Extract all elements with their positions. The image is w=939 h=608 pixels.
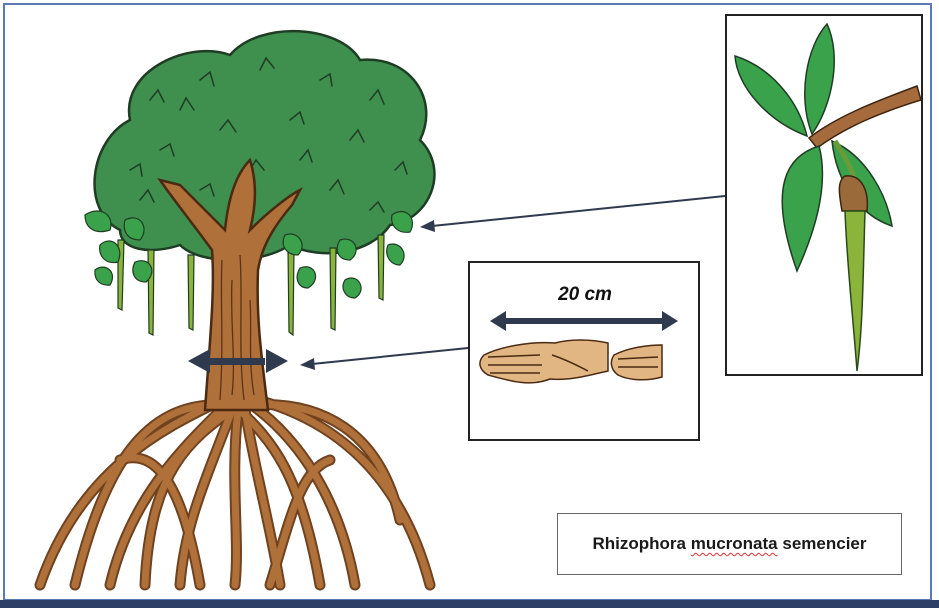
propagule-detail-inset [725, 14, 923, 376]
caption-species: mucronata [691, 534, 778, 553]
caption-text: Rhizophora mucronata semencier [592, 534, 866, 554]
left-hand [480, 340, 608, 383]
measurement-label: 20 cm [530, 284, 640, 306]
caption-box: Rhizophora mucronata semencier [557, 513, 902, 575]
right-hand [611, 345, 662, 380]
caption-stage: semencier [782, 534, 866, 553]
propagule-illustration [727, 16, 921, 374]
prop-roots [40, 400, 430, 585]
bottom-border-bar [0, 600, 939, 608]
caption-genus: Rhizophora [592, 534, 686, 553]
